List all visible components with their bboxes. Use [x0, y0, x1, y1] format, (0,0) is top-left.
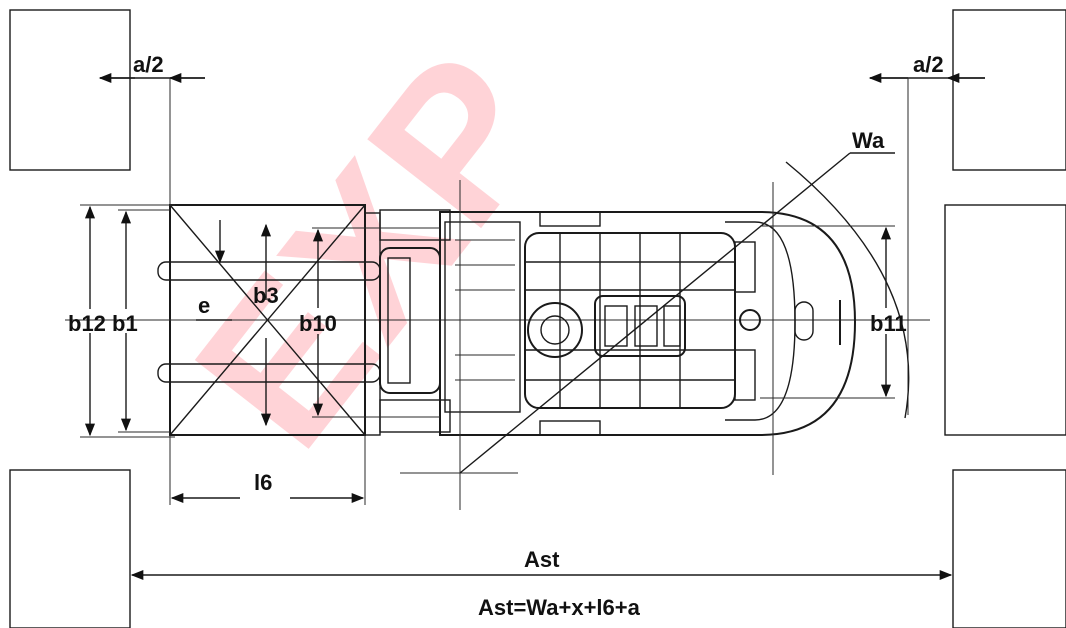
- label-wa: Wa: [852, 128, 885, 153]
- seat: [594, 295, 686, 357]
- label-l6: l6: [254, 470, 272, 495]
- dim-l6: l6: [169, 435, 366, 505]
- rack-top-left: [9, 9, 131, 171]
- label-b11: b11: [870, 311, 907, 336]
- engine-details: [444, 211, 601, 436]
- steering-wheel: [527, 302, 583, 358]
- label-ast: Ast: [524, 547, 560, 572]
- label-b1: b1: [112, 311, 138, 336]
- watermark-text: EXP: [150, 12, 594, 488]
- label-a-half-left: a/2: [133, 52, 164, 77]
- label-b3: b3: [253, 283, 279, 308]
- rack-top-right: [952, 9, 1066, 171]
- dim-b3: b3: [253, 223, 279, 427]
- watermark: EXP: [150, 12, 594, 488]
- label-e: e: [198, 293, 210, 318]
- rack-bottom-left: [9, 469, 131, 628]
- rack-middle-right: [944, 204, 1066, 436]
- dim-wa: Wa: [459, 128, 910, 474]
- dim-a-half-left: a/2: [98, 52, 205, 205]
- label-b10: b10: [299, 311, 337, 336]
- dim-ast: Ast Ast=Wa+x+l6+a: [130, 547, 953, 620]
- centre-lines: [400, 180, 774, 510]
- dim-b1: b1: [112, 209, 170, 433]
- dim-b12: b12: [68, 204, 175, 438]
- overhead-guard: [524, 232, 736, 409]
- dim-a-half-right: a/2: [868, 52, 985, 415]
- label-ast-formula: Ast=Wa+x+l6+a: [478, 595, 641, 620]
- label-a-half-right: a/2: [913, 52, 944, 77]
- dim-b11: b11: [760, 225, 907, 399]
- dim-e: e: [196, 220, 232, 321]
- dim-b10: b10: [299, 227, 440, 418]
- label-b12: b12: [68, 311, 106, 336]
- rack-bottom-right: [952, 469, 1066, 628]
